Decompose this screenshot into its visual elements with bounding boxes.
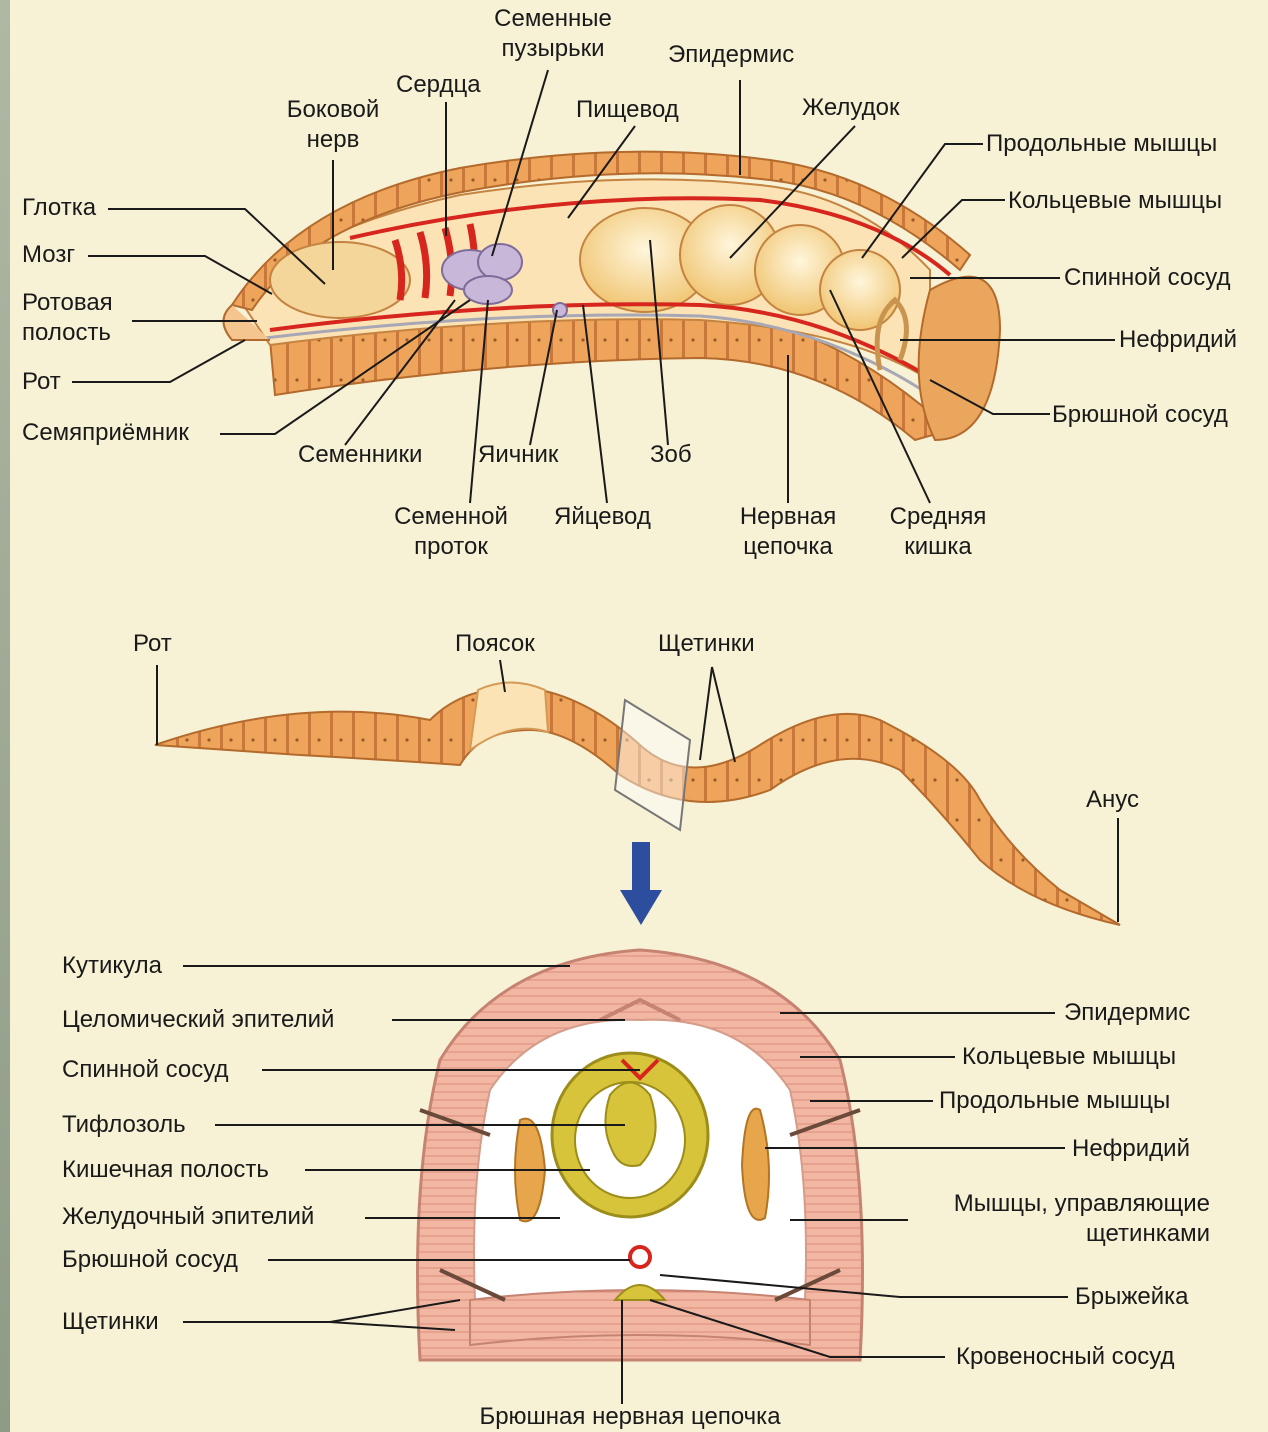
label-line: Нервная — [740, 502, 836, 532]
label-yaytsevod: Яйцевод — [554, 502, 651, 532]
label-mozg: Мозг — [22, 240, 75, 270]
label-line: цепочка — [740, 532, 836, 562]
label-semennye-puzyrki: Семенные пузырьки — [494, 4, 612, 64]
label-koltsevye-top: Кольцевые мышцы — [1008, 186, 1222, 216]
label-cs-koltsevye: Кольцевые мышцы — [962, 1042, 1176, 1072]
label-shchetinki-middle: Щетинки — [658, 629, 755, 659]
label-epidermis-top: Эпидермис — [668, 40, 794, 70]
label-srednyaya-kishka: Средняя кишка — [890, 502, 987, 562]
label-cs-prodolnye: Продольные мышцы — [939, 1086, 1170, 1116]
label-cs-left-6: Брюшной сосуд — [62, 1245, 238, 1275]
label-cs-epidermis: Эпидермис — [1064, 998, 1190, 1028]
label-bokovoy-nerv: Боковой нерв — [287, 95, 379, 155]
longitudinal-section — [72, 70, 1115, 503]
label-yaichnik: Яичник — [478, 440, 558, 470]
label-line: полость — [22, 318, 113, 348]
label-line: Средняя — [890, 502, 987, 532]
label-line: Боковой — [287, 95, 379, 125]
label-line: щетинками — [954, 1219, 1210, 1249]
label-line: проток — [394, 532, 508, 562]
label-semenniki: Семенники — [298, 440, 422, 470]
label-line: Мышцы, управляющие — [954, 1189, 1210, 1219]
label-cs-bryzheyka: Брыжейка — [1075, 1282, 1189, 1312]
label-pishchevod: Пищевод — [576, 95, 679, 125]
label-serdtsa: Сердца — [396, 70, 481, 100]
label-line: Семенной — [394, 502, 508, 532]
label-rot-middle: Рот — [133, 629, 172, 659]
label-spinnoy-top: Спинной сосуд — [1064, 263, 1231, 293]
label-line: Ротовая — [22, 288, 113, 318]
label-line: пузырьки — [494, 34, 612, 64]
whole-worm — [155, 660, 1120, 925]
label-cs-nefridiy: Нефридий — [1072, 1134, 1190, 1164]
label-cs-left-0: Кутикула — [62, 951, 162, 981]
body-end-cap — [919, 277, 1000, 440]
label-bryushnoy-top: Брюшной сосуд — [1052, 400, 1228, 430]
label-glotka: Глотка — [22, 193, 96, 223]
label-rot-top: Рот — [22, 367, 61, 397]
label-semennoy-protok: Семенной проток — [394, 502, 508, 562]
label-line: кишка — [890, 532, 987, 562]
label-line: Семенные — [494, 4, 612, 34]
ventral-vessel-cs — [630, 1247, 650, 1267]
label-cs-krovenosny: Кровеносный сосуд — [956, 1342, 1175, 1372]
label-prodolnye-top: Продольные мышцы — [986, 129, 1217, 159]
label-cs-left-2: Спинной сосуд — [62, 1055, 229, 1085]
label-nervnaya-tsepochka: Нервная цепочка — [740, 502, 836, 562]
cut-plane — [615, 700, 690, 830]
label-anus: Анус — [1086, 785, 1139, 815]
label-nefridiy-top: Нефридий — [1119, 325, 1237, 355]
label-semyapriemnik: Семяприёмник — [22, 418, 189, 448]
label-cs-bottom: Брюшная нервная цепочка — [479, 1402, 780, 1432]
label-cs-left-7: Щетинки — [62, 1307, 159, 1337]
gut-pouch — [820, 250, 900, 330]
label-zheludok: Желудок — [802, 93, 899, 123]
label-cs-left-3: Тифлозоль — [62, 1110, 186, 1140]
label-cs-left-4: Кишечная полость — [62, 1155, 269, 1185]
label-cs-myshtsy: Мышцы, управляющие щетинками — [954, 1189, 1210, 1249]
label-rotovaya-polost: Ротовая полость — [22, 288, 113, 348]
label-cs-left-5: Желудочный эпителий — [62, 1202, 314, 1232]
label-line: нерв — [287, 125, 379, 155]
down-arrow-icon — [620, 842, 662, 925]
label-zob: Зоб — [650, 440, 692, 470]
clitellum — [470, 683, 548, 751]
label-cs-left-1: Целомический эпителий — [62, 1005, 334, 1035]
label-poyasok: Поясок — [455, 629, 535, 659]
